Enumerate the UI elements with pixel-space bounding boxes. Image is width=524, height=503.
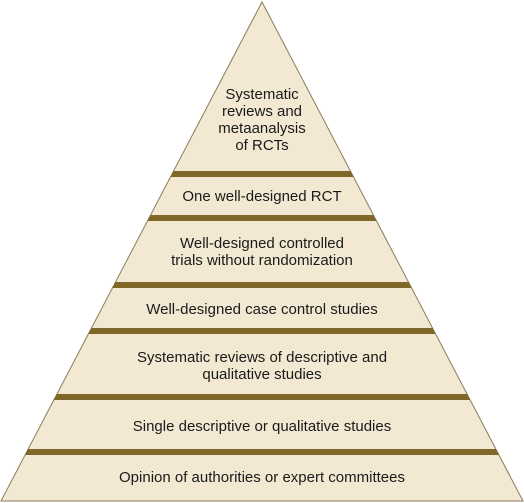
tier-separator-2 bbox=[147, 215, 377, 221]
tier-separator-4 bbox=[88, 328, 436, 334]
tier-separator-1 bbox=[170, 171, 354, 177]
tier-separator-6 bbox=[25, 449, 499, 455]
tier-separator-3 bbox=[112, 282, 412, 288]
tier-separator-5 bbox=[53, 394, 471, 400]
